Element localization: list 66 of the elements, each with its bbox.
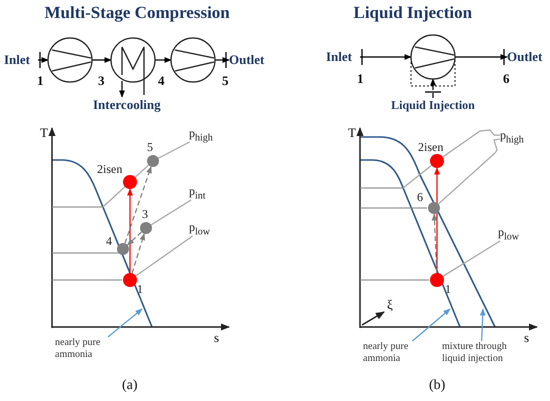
- arrow: [434, 167, 440, 273]
- station-number: 4: [158, 74, 164, 88]
- arrow: [92, 57, 112, 63]
- leader-line: [480, 308, 486, 342]
- arrow: [360, 54, 412, 60]
- isobar-label: p$_{low}$: [498, 225, 528, 242]
- arrow: [215, 57, 230, 63]
- station-number: 1: [357, 72, 364, 86]
- isobar-line: [402, 164, 432, 188]
- station-number: 5: [222, 74, 228, 88]
- saturation-curve: [448, 300, 458, 318]
- point-label: 4: [106, 235, 112, 248]
- point-label: 1: [137, 283, 143, 296]
- point-label: 1: [445, 283, 451, 296]
- point-label: 3: [142, 208, 148, 222]
- port-label: Outlet: [229, 52, 273, 68]
- arrow: [430, 78, 436, 98]
- isobar-label: p$_{high}$: [500, 128, 534, 146]
- annotation-text: mixture through liquid injection: [442, 341, 520, 365]
- isobar-line: [442, 240, 500, 277]
- arrow: [119, 81, 125, 98]
- station-number: 1: [37, 74, 44, 88]
- panel-label: (a): [122, 378, 138, 394]
- axis-label: T: [40, 126, 48, 140]
- title: Liquid Injection: [354, 4, 472, 23]
- station-number: 6: [503, 72, 510, 86]
- station-number: 3: [98, 74, 104, 88]
- point-label: 2isen: [97, 163, 122, 176]
- arrow: [38, 57, 49, 63]
- arrow: [155, 57, 172, 63]
- port-label: Intercooling: [93, 97, 173, 113]
- port-label: Inlet: [4, 52, 38, 68]
- leader-line: [108, 308, 143, 338]
- port-label: Outlet: [507, 49, 549, 65]
- annotation-text: nearly pure ammonia: [55, 337, 127, 361]
- point-label: 5: [147, 141, 153, 154]
- arrow: [131, 233, 146, 274]
- arrow: [432, 213, 438, 274]
- axis-label: s: [214, 331, 220, 346]
- saturation-curve: [140, 300, 150, 318]
- title: Multi-Stage Compression: [44, 4, 230, 23]
- point-label: 6: [417, 191, 423, 204]
- annotation-text: nearly pure ammonia: [363, 341, 429, 365]
- isobar-line: [134, 164, 149, 178]
- isobar-line: [442, 129, 500, 158]
- arrow: [127, 188, 133, 273]
- isobar-label: p$_{int}$: [189, 184, 219, 202]
- isobar-line: [150, 200, 192, 226]
- axis-label: s: [524, 331, 530, 346]
- isobar-line: [135, 236, 193, 276]
- isobar-line: [102, 186, 126, 208]
- port-label: Inlet: [326, 49, 360, 65]
- isobar-line: [438, 138, 500, 204]
- leader-line: [412, 308, 451, 342]
- axis-label: ξ: [387, 298, 393, 312]
- panel-label: (b): [429, 378, 446, 394]
- arrow: [455, 54, 508, 60]
- arrow: [126, 232, 142, 246]
- isobar-label: p$_{high}$: [189, 126, 221, 144]
- isobar-label: p$_{low}$: [189, 220, 219, 238]
- isobar-line: [158, 141, 190, 159]
- arrow: [124, 166, 152, 244]
- saturation-curve: [480, 300, 492, 318]
- point-label: 2isen: [418, 141, 444, 154]
- axis-label: T: [348, 126, 356, 140]
- annotation-text: Liquid Injection: [385, 98, 481, 113]
